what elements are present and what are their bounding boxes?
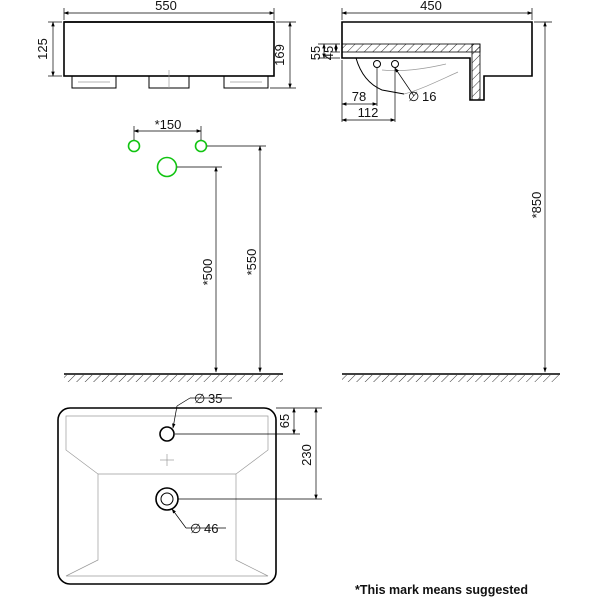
dim-label-112: 112 bbox=[358, 105, 379, 120]
dim-label-125: 125 bbox=[35, 38, 50, 60]
side-height: *850 bbox=[342, 21, 560, 382]
side-view: 450 55 45 78 112 ∅ 16 bbox=[308, 0, 533, 122]
mount-bolt-left bbox=[127, 139, 141, 153]
front-view: 550 125 169 bbox=[35, 0, 296, 89]
side-hole-right bbox=[391, 60, 399, 68]
mounting-layout: *150 *500 *550 bbox=[64, 117, 283, 382]
dim-label-150: *150 bbox=[155, 117, 182, 132]
front-foot-left bbox=[71, 75, 117, 89]
mount-bolt-right bbox=[194, 139, 208, 153]
dim-label-78: 78 bbox=[352, 89, 366, 104]
top-view: ∅ 35 ∅ 46 65 230 bbox=[57, 391, 322, 585]
front-foot-right bbox=[223, 75, 269, 89]
leader-dia46 bbox=[171, 508, 187, 529]
dia35-symbol: ∅ bbox=[194, 391, 205, 406]
front-basin-outline bbox=[63, 21, 275, 77]
floor-hatch-left bbox=[64, 375, 283, 382]
dim-label-450: 450 bbox=[420, 0, 442, 13]
side-wall-hatch bbox=[341, 43, 481, 53]
dia16-symbol: ∅ bbox=[408, 89, 419, 104]
side-bowl-curve bbox=[355, 57, 405, 95]
leader-dia16 bbox=[394, 67, 415, 97]
dim-label-169: 169 bbox=[272, 44, 287, 66]
top-basin-outline bbox=[57, 407, 277, 585]
dim-label-550-height: *550 bbox=[244, 249, 259, 276]
leader-dia35 bbox=[172, 405, 178, 429]
dim-label-45: 45 bbox=[321, 46, 336, 60]
dim-label-65: 65 bbox=[277, 414, 292, 428]
dim-label-dia46: 46 bbox=[204, 521, 218, 536]
suggested-note: *This mark means suggested bbox=[355, 583, 528, 597]
drain-hole bbox=[155, 487, 179, 511]
dim-label-55: 55 bbox=[308, 46, 323, 60]
dim-label-550: 550 bbox=[155, 0, 177, 13]
dim-label-dia35: 35 bbox=[208, 391, 222, 406]
dim-label-500: *500 bbox=[200, 259, 215, 286]
dim-label-850: *850 bbox=[529, 192, 544, 219]
tap-hole bbox=[159, 426, 175, 442]
floor-hatch-right bbox=[342, 375, 560, 382]
side-outline bbox=[341, 21, 533, 101]
side-hole-left bbox=[373, 60, 381, 68]
dim-label-230: 230 bbox=[299, 444, 314, 466]
top-bowl-edge bbox=[65, 415, 269, 577]
drain-connection bbox=[156, 156, 178, 178]
dim-label-dia16: 16 bbox=[422, 89, 436, 104]
dia46-symbol: ∅ bbox=[190, 521, 201, 536]
